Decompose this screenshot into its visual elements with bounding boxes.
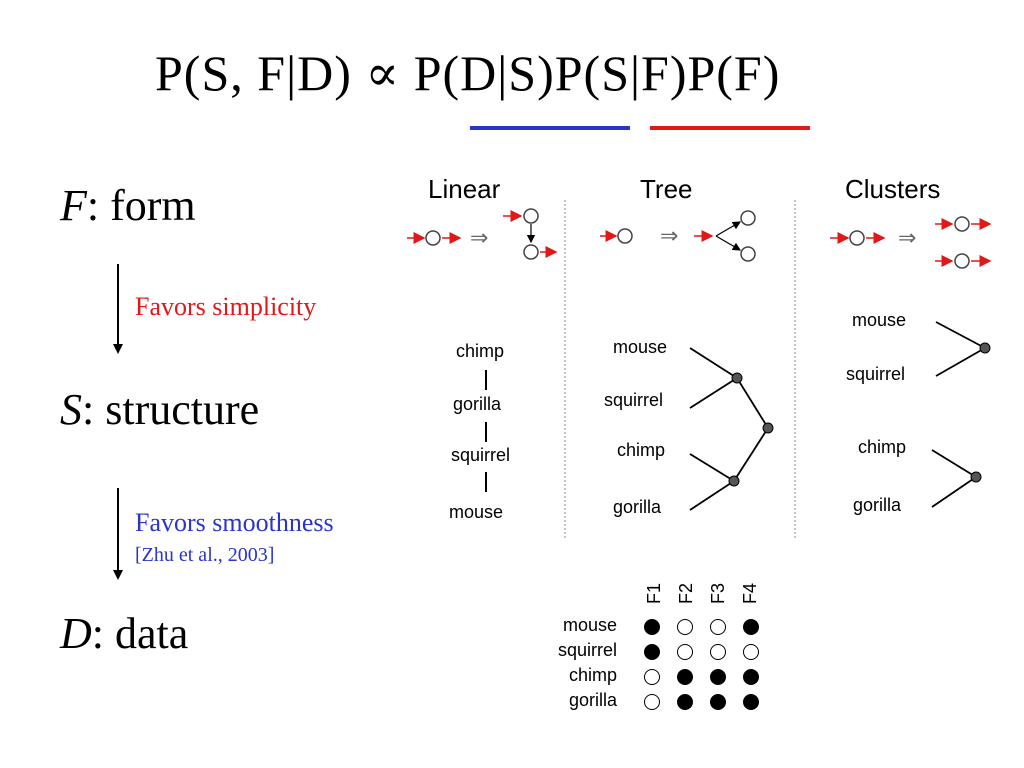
structure-symbol: S [60, 385, 82, 434]
feature-column-label: F2 [676, 582, 696, 604]
linear-node-label: squirrel [451, 445, 511, 465]
feature-present-dot [743, 619, 759, 635]
feature-column-label: F4 [740, 582, 760, 604]
cluster-leaf-label: gorilla [853, 495, 902, 515]
arrow-form-to-structure [117, 264, 119, 348]
tree-node [762, 422, 774, 434]
linear-node-label: gorilla [453, 394, 502, 414]
equation-lhs: P(S, F|D) [155, 45, 352, 101]
cluster-leaf-label: mouse [852, 310, 907, 330]
linear-form-icon: ⇒ [407, 208, 558, 260]
form-heading-clusters: Clusters [845, 174, 941, 204]
feature-present-dot [677, 694, 693, 710]
tree-node [728, 475, 740, 487]
proportional-symbol: ∝ [365, 45, 401, 101]
tree-leaf-label: chimp [617, 440, 666, 460]
tree-structure-edges [689, 347, 769, 511]
feature-present-dot [677, 669, 693, 685]
cluster-node [979, 342, 991, 354]
data-level: D: data [60, 608, 188, 659]
tree-form-icon: ⇒ [600, 210, 756, 262]
feature-row-label: gorilla [568, 690, 617, 710]
arrowhead-down-icon [113, 344, 123, 354]
tree-node [731, 372, 743, 384]
feature-matrix-dots [644, 619, 759, 710]
tree-leaf-label: squirrel [604, 390, 664, 410]
cluster-leaf-label: squirrel [846, 364, 906, 384]
equation-structure-prior: P(S|F) [554, 45, 688, 101]
feature-absent-dot [644, 694, 660, 710]
equation-form-prior: P(F) [687, 45, 781, 101]
tree-leaf-label: gorilla [613, 497, 662, 517]
feature-absent-dot [677, 644, 693, 660]
feature-row-label: mouse [562, 615, 617, 635]
clusters-form-icon: ⇒ [830, 216, 992, 269]
tree-leaf-label: mouse [613, 337, 668, 357]
favors-simplicity-note: Favors simplicity [135, 292, 317, 321]
form-symbol: F [60, 181, 87, 230]
form-label: : form [86, 181, 196, 230]
form-heading-tree: Tree [640, 174, 693, 204]
favors-smoothness-note: Favors smoothness [135, 508, 334, 537]
cluster-structure-edges [931, 321, 986, 508]
structure-label: : structure [82, 385, 260, 434]
feature-row-label: squirrel [557, 640, 617, 660]
feature-absent-dot [743, 644, 759, 660]
feature-absent-dot [710, 619, 726, 635]
feature-present-dot [743, 669, 759, 685]
feature-absent-dot [677, 619, 693, 635]
data-label: : data [91, 609, 189, 658]
linear-node-label: mouse [449, 502, 504, 522]
prior-underline [650, 126, 810, 130]
data-symbol: D [60, 609, 92, 658]
form-heading-linear: Linear [428, 174, 501, 204]
equation: P(S, F|D) ∝ P(D|S)P(S|F)P(F) [155, 44, 780, 102]
cluster-node [970, 471, 982, 483]
form-level: F: form [60, 180, 196, 231]
feature-column-label: F3 [708, 582, 728, 604]
feature-absent-dot [710, 644, 726, 660]
feature-present-dot [644, 619, 660, 635]
cluster-leaf-label: chimp [858, 437, 907, 457]
svg-text:⇒: ⇒ [470, 226, 488, 251]
feature-absent-dot [644, 669, 660, 685]
structure-level: S: structure [60, 384, 259, 435]
feature-present-dot [710, 694, 726, 710]
feature-present-dot [743, 694, 759, 710]
likelihood-underline [470, 126, 630, 130]
arrow-structure-to-data [117, 488, 119, 574]
svg-text:⇒: ⇒ [898, 226, 916, 251]
svg-text:⇒: ⇒ [660, 224, 678, 249]
citation: [Zhu et al., 2003] [135, 544, 275, 566]
linear-node-label: chimp [456, 341, 505, 361]
feature-present-dot [710, 669, 726, 685]
feature-column-label: F1 [644, 582, 664, 604]
arrowhead-down-icon [113, 570, 123, 580]
feature-row-label: chimp [568, 665, 617, 685]
feature-present-dot [644, 644, 660, 660]
equation-likelihood: P(D|S) [413, 45, 555, 101]
